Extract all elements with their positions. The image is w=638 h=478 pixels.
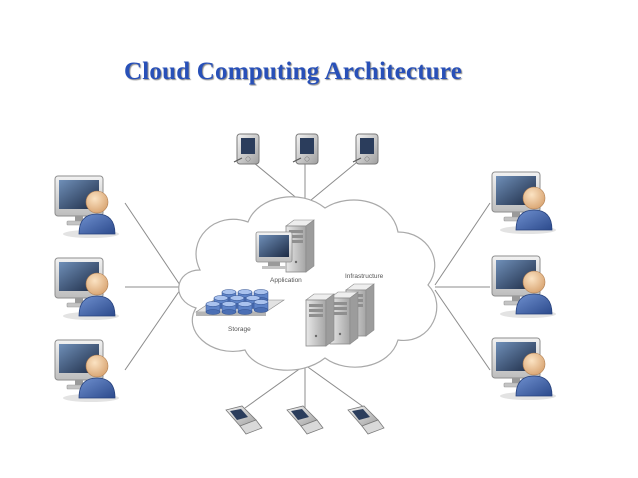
user-workstation-icon [54,257,120,321]
database-icon [195,289,285,316]
user-workstation-icon [491,337,557,401]
pda-icon [352,133,379,165]
line-pda-3 [304,157,363,206]
connection-lines [124,157,491,409]
infrastructure-label: Infrastructure [345,273,384,280]
application-label: Application [270,277,302,284]
mobile-phone-icon [347,405,385,435]
mobile-phone-icon [286,405,324,435]
line-user-left-3 [124,289,181,371]
mobile-phone-icon [225,405,263,435]
user-workstation-icon [491,255,557,319]
line-phone-3 [304,364,366,409]
line-user-left-1 [124,202,181,286]
page-title: Cloud Computing Architecture [123,58,463,85]
pda-icon [292,133,319,165]
storage-label: Storage [228,326,251,333]
pda-icon [233,133,260,165]
line-user-right-3 [434,289,491,371]
line-user-right-1 [434,202,491,286]
user-workstation-icon [491,171,557,235]
user-workstation-icon [54,175,120,239]
user-workstation-icon [54,339,120,403]
line-phone-1 [244,364,306,409]
application-server-icon [255,219,315,273]
